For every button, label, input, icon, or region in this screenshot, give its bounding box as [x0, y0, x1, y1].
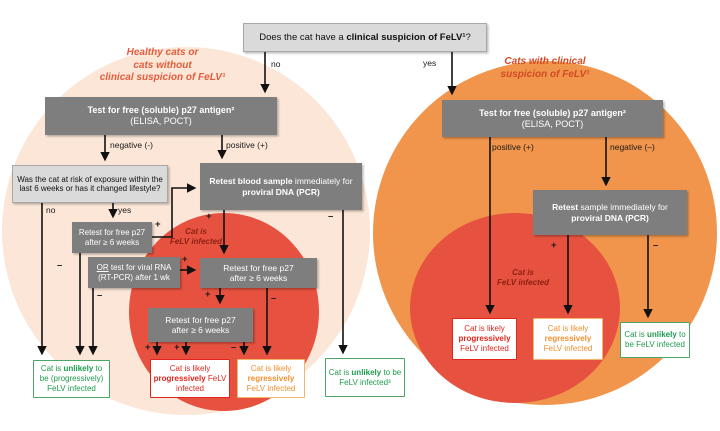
edge-label-no-risk: no [46, 205, 56, 215]
edge-label-negative-right: negative (–) [610, 142, 655, 152]
outcome-likely-regressively-left: Cat is likely regressively FeLV infected [237, 359, 305, 398]
third-retest-p27-box: Retest for free p27 after ≥ 6 weeks [148, 308, 253, 342]
plus-third-b: + [174, 342, 180, 353]
left-antigen-test-box: Test for free (soluble) p27 antigen² (EL… [45, 97, 277, 135]
plus-third-a: + [145, 342, 151, 353]
outcome-likely-progressively-left: Cat is likely progressively FeLV infecte… [150, 359, 230, 398]
plus-mid-retest: + [205, 289, 211, 300]
right-red-circle [410, 213, 620, 403]
middle-retest-p27-box: Retest for free p27 after ≥ 6 weeks [200, 258, 317, 288]
left-retest-p27-box: Retest for free p27 after ≥ 6 weeks [72, 222, 152, 253]
outcome-likely-regressively-right: Cat is likely regressively FeLV infected [533, 318, 603, 360]
minus-retest1: – [57, 260, 63, 271]
minus-third: – [231, 342, 237, 353]
minus-pcr: – [328, 211, 334, 222]
edge-label-yes-risk: yes [118, 205, 132, 215]
edge-label-negative-left: negative (-) [110, 140, 153, 150]
right-antigen-test-box: Test for free (soluble) p27 antigen² (EL… [442, 100, 663, 137]
outcome-unlikely-right: Cat is unlikely to be FeLV infected [620, 322, 690, 358]
minus-right-pcr: – [653, 240, 659, 251]
edge-label-yes-top: yes [423, 58, 437, 68]
right-pcr-box: Retest sample immediately for proviral D… [533, 190, 687, 235]
plus-or: + [182, 254, 188, 265]
outcome-unlikely-progressively: Cat is unlikely to be (progressively) Fe… [33, 360, 110, 398]
top-question-box: Does the cat have a clinical suspicion o… [243, 23, 487, 52]
minus-or: – [97, 290, 103, 301]
plus-pcr: + [206, 211, 212, 222]
left-infected-note: Cat is FeLV infected [169, 227, 222, 246]
right-infected-note: Cat is FeLV infected [496, 268, 549, 287]
center-pcr-box: Retest blood sample immediately for prov… [200, 163, 362, 210]
outcome-likely-progressively-right: Cat is likely progressively FeLV infecte… [452, 318, 517, 360]
plus-retest1: + [155, 219, 161, 230]
edge-label-no-top: no [271, 59, 281, 69]
left-header: Healthy cats or cats without clinical su… [99, 47, 226, 83]
or-viral-rna-box: OR test for viral RNA (RT-PCR) after 1 w… [88, 257, 180, 288]
plus-right-pcr: + [551, 240, 557, 251]
minus-mid-retest: – [271, 293, 277, 304]
edge-label-positive-left: positive (+) [226, 140, 268, 150]
risk-question-box: Was the cat at risk of exposure within t… [12, 165, 168, 203]
top-question-text: Does the cat have a clinical suspicion o… [259, 31, 471, 43]
right-header: Cats with clinical suspicion of FeLV¹ [500, 56, 590, 80]
outcome-unlikely-note3: Cat is unlikely to be FeLV infected³ [325, 358, 405, 397]
edge-label-positive-right: positive (+) [492, 142, 534, 152]
